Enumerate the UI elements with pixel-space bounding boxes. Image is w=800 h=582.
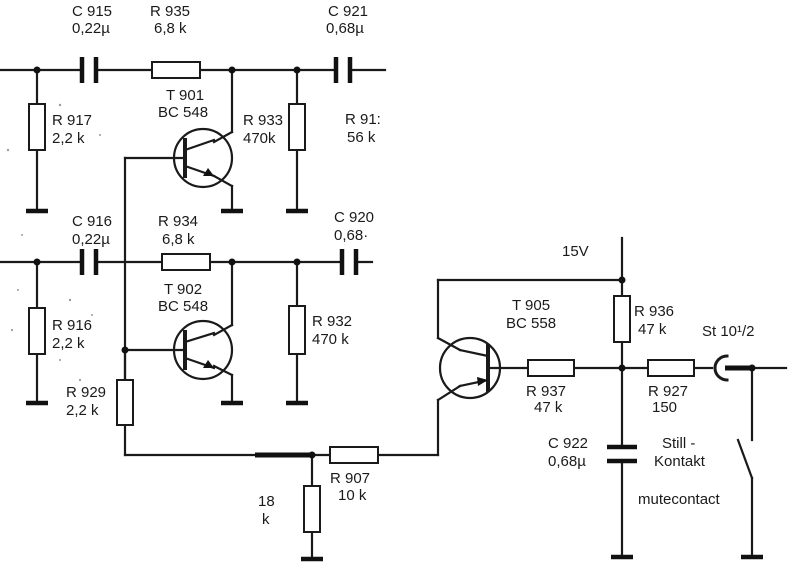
c916-capacitor [79,249,99,275]
r934-value-label: 6,8 k [162,231,195,248]
r937-name-label: R 937 [526,383,566,400]
r-18k-unit-label: k [262,511,270,528]
t901-transistor [172,127,234,189]
r936-name-label: R 936 [634,303,674,320]
t905-type-label: BC 558 [506,315,556,332]
r907-value-label: 10 k [338,487,367,504]
t902-name-label: T 902 [164,281,202,298]
t901-type-label: BC 548 [158,104,208,121]
r917-value-label: 2,2 k [52,130,85,147]
junctions-bottom [308,276,756,459]
supply-voltage-label: 15V [562,243,589,260]
r933-resistor [288,103,306,151]
r927-value-label: 150 [652,399,677,416]
connector-label: St 10¹/2 [702,323,755,340]
r934-name-label: R 934 [158,213,198,230]
junctions-top [33,66,301,74]
c922-value-label: 0,68µ [548,453,586,470]
t905-transistor [438,336,502,400]
r91x-name-label: R 91: [345,111,381,128]
r-18k-value-label: 18 [258,493,275,510]
connector-socket-icon [713,354,729,382]
r929-name-label: R 929 [66,384,106,401]
ground-symbols-bottom [301,554,763,562]
t902-transistor [172,319,234,381]
r937-resistor [527,359,575,377]
r933-value-label: 470k [243,130,276,147]
t905-name-label: T 905 [512,297,550,314]
c922-name-label: C 922 [548,435,588,452]
r917-resistor [28,103,46,151]
r932-name-label: R 932 [312,313,352,330]
c920-value-label: 0,68· [334,227,368,244]
c916-name-label: C 916 [72,213,112,230]
c921-capacitor [333,57,353,83]
r929-resistor [116,379,134,426]
r932-resistor [288,305,306,355]
component-labels: C 915 0,22µ R 935 6,8 k C 921 0,68µ R 91… [52,3,755,528]
c920-name-label: C 920 [334,209,374,226]
wires-middle-stage [0,260,374,457]
r935-value-label: 6,8 k [154,20,187,37]
junctions-middle [33,258,301,354]
r936-value-label: 47 k [638,321,667,338]
r933-name-label: R 933 [243,112,283,129]
r907-name-label: R 907 [330,470,370,487]
r916-name-label: R 916 [52,317,92,334]
r917-name-label: R 917 [52,112,92,129]
c915-name-label: C 915 [72,3,112,20]
r935-name-label: R 935 [150,3,190,20]
c916-value-label: 0,22µ [72,231,110,248]
switch-label-line2: Kontakt [654,453,706,470]
wires-mute-stage [123,236,788,560]
r935-resistor [151,61,201,79]
r936-resistor [613,295,631,343]
r907-resistor [329,446,379,464]
r91x-value-label: 56 k [347,129,376,146]
r916-value-label: 2,2 k [52,335,85,352]
r934-resistor [161,253,211,271]
r937-value-label: 47 k [534,399,563,416]
r-18k-resistor [303,485,321,533]
c915-capacitor [79,57,99,83]
c920-capacitor [339,249,359,275]
r927-resistor [647,359,695,377]
r929-value-label: 2,2 k [66,402,99,419]
r932-value-label: 470 k [312,331,349,348]
c921-value-label: 0,68µ [326,20,364,37]
r916-resistor [28,307,46,355]
c915-value-label: 0,22µ [72,20,110,37]
c921-name-label: C 921 [328,3,368,20]
r927-name-label: R 927 [648,383,688,400]
switch-label-line1: Still - [662,435,695,452]
switch-label-english: mutecontact [638,491,721,508]
scan-noise [6,103,101,382]
c922-capacitor [607,444,637,464]
t902-type-label: BC 548 [158,298,208,315]
t901-name-label: T 901 [166,87,204,104]
